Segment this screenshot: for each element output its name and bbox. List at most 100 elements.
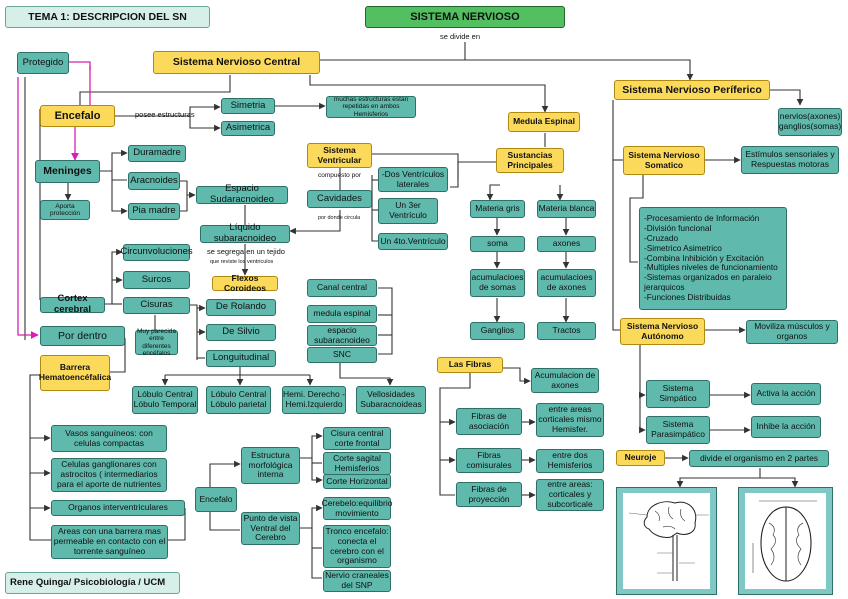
espacio-node[interactable]: Espacio Sudaracnoideo <box>196 183 288 205</box>
vellosidades-node[interactable]: Vellosidades Subaracnoideas <box>356 386 426 414</box>
celulas-node[interactable]: Celulas ganglionares con astrocitos ( in… <box>51 458 167 492</box>
medula-node[interactable]: Medula Espinal <box>508 112 580 132</box>
tronco-node[interactable]: Tronco encefalo: conecta el cerebro con … <box>323 525 391 568</box>
tractos-node[interactable]: Tractos <box>537 322 596 340</box>
silvio-node[interactable]: De Silvio <box>206 324 276 341</box>
ganglios-node[interactable]: Ganglios <box>470 322 525 340</box>
encefalo2-node[interactable]: Encefalo <box>195 487 237 512</box>
longitudinal-node[interactable]: Longuitudinal <box>206 350 276 367</box>
snc-small-node[interactable]: SNC <box>307 347 377 363</box>
funciones-lines: -Procesamiento de Información -División … <box>644 214 786 302</box>
simetria-node[interactable]: Simetria <box>221 98 275 114</box>
circula-label: por donde circula <box>318 215 361 221</box>
snc-node[interactable]: Sistema Nervioso Central <box>153 51 320 74</box>
soma-node[interactable]: soma <box>470 236 525 252</box>
estimulos-node[interactable]: Estímulos sensoriales y Respuestas motor… <box>741 146 839 174</box>
list-item: -Procesamiento de Información <box>644 213 760 224</box>
hemi-node[interactable]: Hemi. Derecho -Hemi.Izquierdo <box>282 386 346 414</box>
gris-node[interactable]: Materia gris <box>470 200 525 218</box>
brain-side-icon <box>628 501 709 581</box>
nervios-node[interactable]: nervios(axones) ganglios(somas) <box>778 108 842 136</box>
asociacion-desc[interactable]: entre areas corticales mismo Hemisfer. <box>536 403 604 437</box>
autonomo-node[interactable]: Sistema Nervioso Autónomo <box>620 318 705 345</box>
revisten-label: que reviste los ventriculos <box>210 259 274 265</box>
duramadre-node[interactable]: Duramadre <box>128 145 186 162</box>
simetria-note: muchas estructuras estan repetidas en am… <box>326 96 416 118</box>
list-item: -División funcional <box>644 223 712 234</box>
canal-node[interactable]: Canal central <box>307 279 377 297</box>
asimetrica-node[interactable]: Asimetrica <box>221 121 275 136</box>
nervio-node[interactable]: Nervio craneales del SNP <box>323 570 391 592</box>
footer-author: Rene Quinga/ Psicobiología / UCM <box>5 572 180 594</box>
cortex-node[interactable]: Cortex cerebral <box>40 293 105 315</box>
neuroje-node[interactable]: Neuroje <box>616 450 665 466</box>
circunvoluciones-node[interactable]: Circunvoluciones <box>120 244 193 261</box>
comisurales-node[interactable]: Fibras comisurales <box>456 448 522 473</box>
estructura-node[interactable]: Estructura morfológica interna <box>241 447 300 484</box>
illustration-paper <box>745 493 826 589</box>
comisurales-desc[interactable]: entre dos Hemisferios <box>536 449 604 473</box>
cuarto-ventriculo-node[interactable]: Un 4to.Ventrículo <box>378 233 448 250</box>
proyeccion-desc[interactable]: entre areas: corticales y subcorticale <box>536 479 604 511</box>
list-item: -Cruzado <box>644 233 679 244</box>
barrera-node[interactable]: Barrera Hematoencéfalica <box>39 355 111 391</box>
fibras-node[interactable]: Las Fibras <box>437 357 503 373</box>
root-subtitle: se divide en <box>440 32 481 41</box>
cerebelo-node[interactable]: Cerebelo:equilibrio movimiento <box>322 497 392 520</box>
por-dentro-node[interactable]: Por dentro <box>40 326 125 346</box>
medula-espinal-node[interactable]: medula espinal <box>307 305 377 323</box>
proyeccion-node[interactable]: Fibras de proyección <box>456 482 522 507</box>
snp-node[interactable]: Sistema Nervioso Períferico <box>614 80 770 100</box>
moviliza-node[interactable]: Moviliza músculos y organos <box>746 320 838 344</box>
asociacion-node[interactable]: Fibras de asociación <box>456 408 522 435</box>
organos-node[interactable]: Organos interventriculares <box>51 500 185 516</box>
acum-ax-node[interactable]: Acumulacion de axones <box>531 368 599 393</box>
sustancias-node[interactable]: Sustancias Principales <box>496 148 564 173</box>
list-item: -Multiples niveles de funcionamiento <box>644 262 778 273</box>
ventricular-node[interactable]: Sistema Ventricular <box>307 143 372 168</box>
axones-node[interactable]: axones <box>537 236 596 252</box>
rolando-node[interactable]: De Rolando <box>206 299 276 316</box>
activa-node[interactable]: Activa la acción <box>751 383 821 405</box>
liquido-node[interactable]: Líquido subaracnoideo <box>200 222 290 244</box>
topic-title: TEMA 1: DESCRIPCION DEL SN <box>5 6 210 28</box>
lobulo2-node[interactable]: Lóbulo Central Lóbulo parietal <box>206 386 271 414</box>
encefalo-node[interactable]: Encefalo <box>40 105 115 127</box>
cisura-central-node[interactable]: Cisura central corte frontal <box>323 427 391 450</box>
dos-ventriculos-node[interactable]: -Dos Ventrículos laterales <box>378 167 448 192</box>
cisuras-node[interactable]: Cisuras <box>123 297 190 314</box>
vasos-node[interactable]: Vasos sanguíneos: con celulas compactas <box>51 425 167 452</box>
illustration-paper <box>623 493 710 589</box>
blanca-node[interactable]: Materia blanca <box>537 200 596 218</box>
pia-madre-node[interactable]: Pia madre <box>128 203 180 220</box>
meninges-node[interactable]: Meninges <box>35 160 100 183</box>
flexos-node[interactable]: Flexos Coroideos <box>212 273 278 292</box>
aracnoides-node[interactable]: Aracnoides <box>128 172 180 190</box>
protegido-node[interactable]: Protegido <box>17 52 69 74</box>
acum-somas-node[interactable]: acumulacioes de somas <box>470 269 525 297</box>
parasimpatico-node[interactable]: Sistema Parasimpático <box>646 416 710 444</box>
aporta-node: Aporta protección <box>40 200 90 220</box>
corte-sagital-node[interactable]: Corte sagital Hemisferios <box>323 452 391 475</box>
segrega-label: se segrega en un tejido <box>207 247 285 256</box>
acum-axones-node[interactable]: acumulacioes de axones <box>537 269 596 297</box>
list-item: -Sistemas organizados en paraleio jerarq… <box>644 272 772 292</box>
corte-horizontal-node[interactable]: Corte Horizontal <box>323 474 391 489</box>
punto-node[interactable]: Punto de vista Ventral del Cerebro <box>241 512 300 545</box>
cavidades-node[interactable]: Cavidades <box>307 190 372 208</box>
lobulo1-node[interactable]: Lóbulo Central Lóbulo Temporal <box>132 386 198 414</box>
brain-top-illustration <box>738 487 833 595</box>
somatico-node[interactable]: Sistema Nervioso Somatico <box>623 146 705 175</box>
cisuras-note: Muy parecida entre diferentes encéfalos <box>135 327 178 357</box>
list-item: -Funciones Distribuidas <box>644 291 731 302</box>
divide-node[interactable]: divide el organismo en 2 partes <box>689 450 829 467</box>
surcos-node[interactable]: Surcos <box>123 271 190 289</box>
root-node[interactable]: SISTEMA NERVIOSO <box>365 6 565 28</box>
espacio-sub-node[interactable]: espacio subaracnoideo <box>307 325 377 346</box>
tercer-ventriculo-node[interactable]: Un 3er Ventrículo <box>378 198 438 224</box>
brain-side-illustration <box>616 487 717 595</box>
inhibe-node[interactable]: Inhibe la acción <box>751 416 821 438</box>
areas-node[interactable]: Areas con una barrera mas permeable en c… <box>51 525 168 559</box>
simpatico-node[interactable]: Sistema Simpático <box>646 380 710 408</box>
